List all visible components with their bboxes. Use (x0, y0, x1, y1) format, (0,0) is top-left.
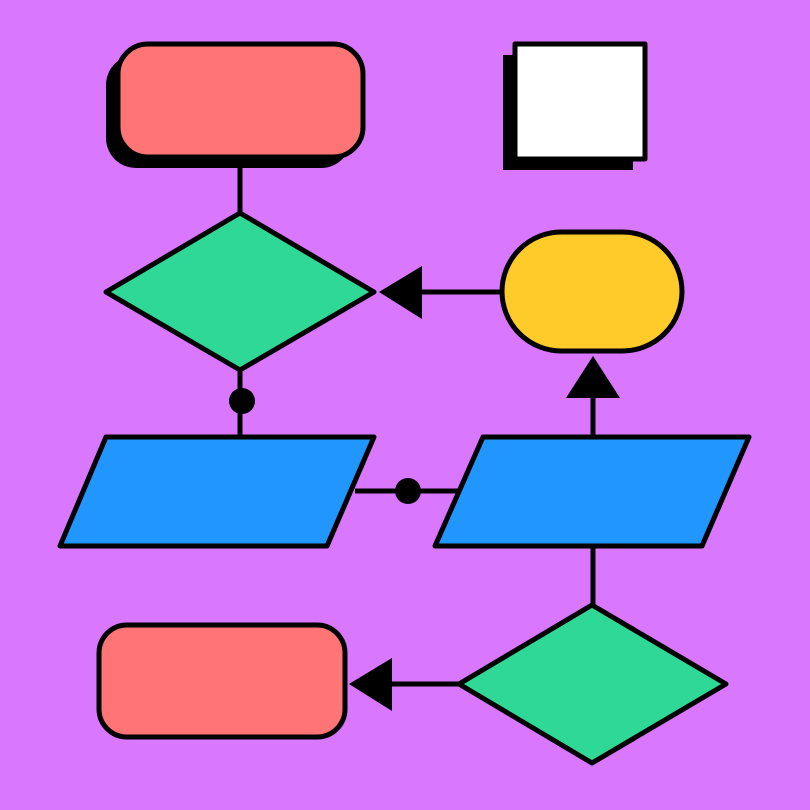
connector-dot-top (229, 388, 255, 414)
arrowhead-left-top (379, 266, 422, 319)
pill-node[interactable] (499, 229, 685, 354)
note-node[interactable] (512, 41, 648, 162)
start-node[interactable] (115, 41, 366, 160)
arrowhead-up (566, 356, 620, 398)
data-node-left[interactable] (57, 434, 377, 549)
arrowhead-left-bottom (349, 658, 392, 711)
end-node[interactable] (96, 622, 348, 740)
data-node-right[interactable] (432, 434, 752, 549)
decision-node-top[interactable] (103, 210, 377, 373)
decision-node-bottom[interactable] (456, 602, 729, 766)
connector-dot-middle (395, 478, 421, 504)
